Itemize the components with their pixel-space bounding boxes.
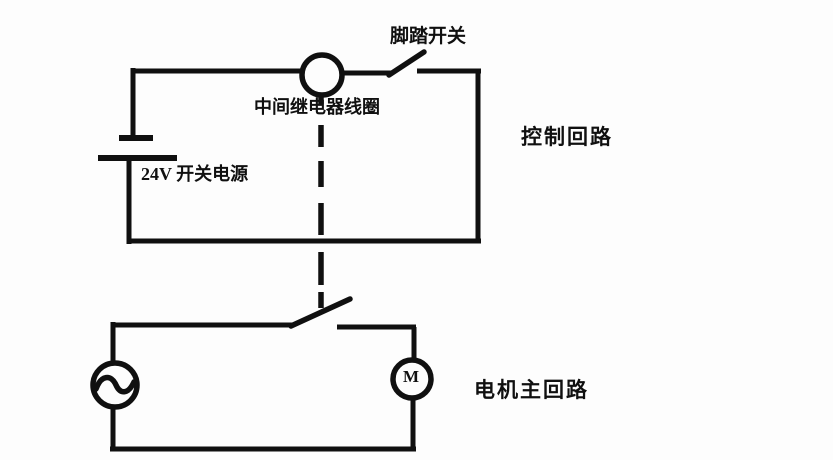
control-loop-label: 控制回路	[521, 125, 613, 149]
relay-coil-circle-symbol	[299, 52, 345, 98]
relay-coil-label: 中间继电器线圈	[254, 97, 380, 117]
switch-blade	[386, 49, 427, 78]
control-loop-circuit	[98, 49, 481, 244]
power-supply-label: 24V 开关电源	[141, 164, 249, 184]
motor-loop-label: 电机主回路	[474, 378, 589, 402]
battery-symbol	[98, 135, 177, 161]
foot-switch-label: 脚踏开关	[390, 26, 467, 47]
normally-open-switch-symbol	[386, 49, 481, 78]
motor-letter-label: M	[402, 367, 420, 386]
motor-main-circuit	[90, 296, 434, 452]
ac-sine-wave	[93, 374, 137, 395]
contact-blade	[288, 296, 353, 329]
ac-source-symbol	[90, 360, 140, 410]
normally-open-contact-symbol	[288, 296, 416, 330]
